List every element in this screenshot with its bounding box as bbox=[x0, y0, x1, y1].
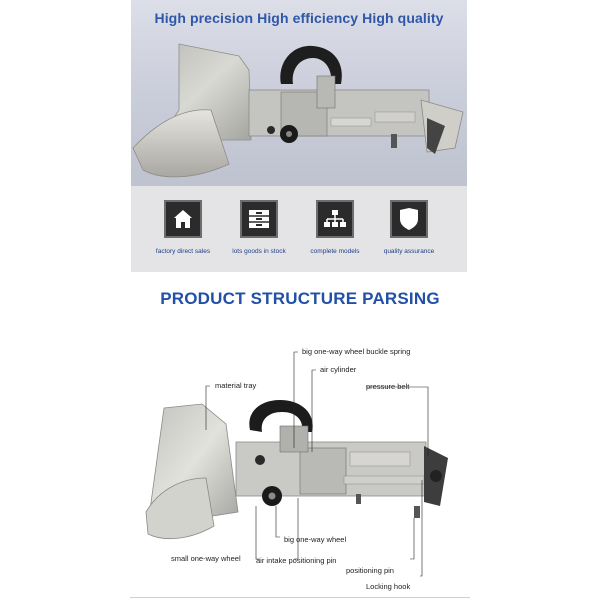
callout-positioning-pin: positioning pin bbox=[346, 566, 394, 575]
feeder-photo bbox=[132, 43, 464, 178]
callout-small-one-way-wheel: small one-way wheel bbox=[171, 554, 241, 563]
feature-quality: quality assurance bbox=[374, 200, 444, 255]
callout-material-tray: material tray bbox=[215, 381, 257, 390]
drawers-icon bbox=[240, 200, 278, 238]
feature-label: lots goods in stock bbox=[232, 248, 286, 255]
callout-big-wheel-buckle-spring: big one-way wheel buckle spring bbox=[302, 347, 411, 356]
feature-stock: lots goods in stock bbox=[224, 200, 294, 255]
shield-icon bbox=[390, 200, 428, 238]
divider bbox=[130, 597, 470, 598]
org-chart-icon bbox=[316, 200, 354, 238]
section-title: PRODUCT STRUCTURE PARSING bbox=[160, 289, 440, 308]
feature-label: quality assurance bbox=[383, 248, 435, 255]
callout-locking-hook: Locking hook bbox=[366, 582, 411, 591]
house-icon bbox=[164, 200, 202, 238]
feature-label: factory direct sales bbox=[155, 248, 211, 255]
feature-label: complete models bbox=[310, 248, 360, 255]
callout-pressure-belt: pressure belt bbox=[366, 382, 410, 391]
callout-big-one-way-wheel: big one-way wheel bbox=[284, 535, 347, 544]
hero-tagline: High precision High efficiency High qual… bbox=[154, 10, 444, 26]
feature-factory-direct: factory direct sales bbox=[148, 200, 218, 255]
feeder-diagram bbox=[145, 351, 448, 577]
callout-air-cylinder: air cylinder bbox=[320, 365, 357, 374]
callout-air-intake-positioning-pin: air intake positioning pin bbox=[256, 556, 337, 565]
feature-complete-models: complete models bbox=[300, 200, 370, 255]
